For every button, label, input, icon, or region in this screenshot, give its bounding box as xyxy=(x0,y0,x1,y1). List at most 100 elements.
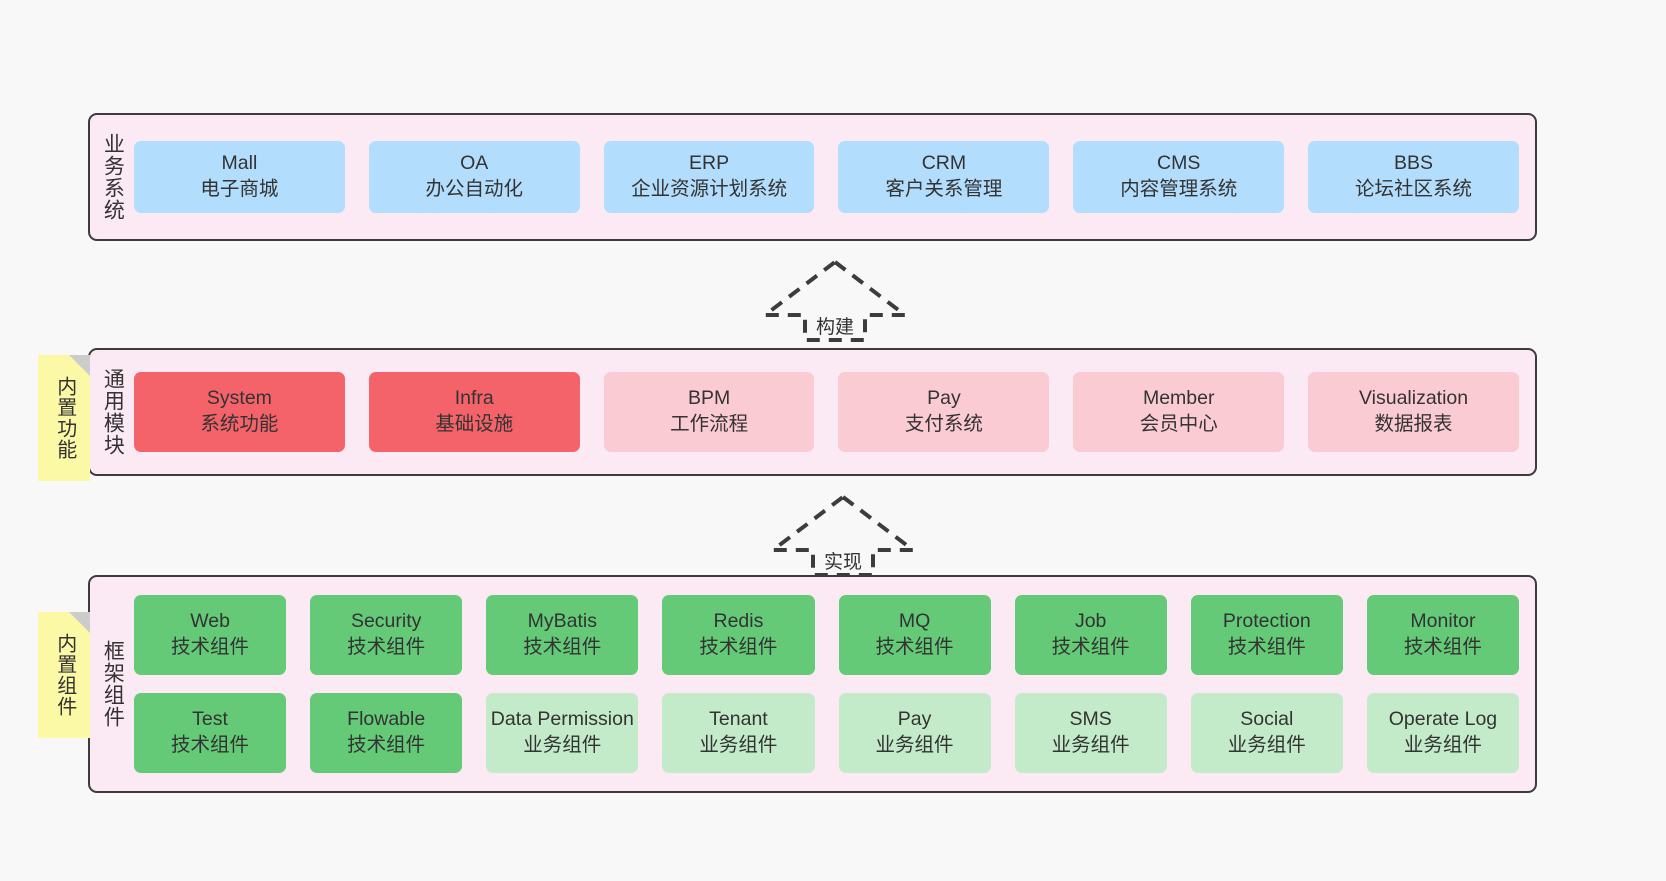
card-erp[interactable]: ERP 企业资源计划系统 xyxy=(603,141,815,213)
card-title-en: Job xyxy=(1074,610,1107,633)
card-crm[interactable]: CRM 客户关系管理 xyxy=(838,141,1050,213)
card-title-en: System xyxy=(206,387,272,410)
card-title-en: Operate Log xyxy=(1388,708,1498,731)
card-title-en: Flowable xyxy=(347,708,426,731)
card-title-cn: 业务组件 xyxy=(875,734,954,756)
card-title-cn: 业务组件 xyxy=(523,734,602,756)
card-title-cn: 基础设施 xyxy=(435,413,514,435)
card-member[interactable]: Member 会员中心 xyxy=(1073,372,1285,452)
card-title-en: Data Permission xyxy=(490,708,634,731)
card-pay-module[interactable]: Pay 支付系统 xyxy=(838,372,1050,452)
card-title-cn: 论坛社区系统 xyxy=(1355,178,1473,200)
arrow-implement: 实现 xyxy=(768,492,918,580)
layer-title-business-system: 业务系统 xyxy=(101,133,125,221)
card-title-cn: 技术组件 xyxy=(875,636,954,658)
card-title-cn: 业务组件 xyxy=(1403,734,1482,756)
card-title-cn: 电子商城 xyxy=(200,178,279,200)
card-title-cn: 内容管理系统 xyxy=(1120,178,1238,200)
layer-title-common-modules: 通用模块 xyxy=(101,368,125,456)
card-flowable[interactable]: Flowable 技术组件 xyxy=(310,693,463,773)
card-mq[interactable]: MQ 技术组件 xyxy=(838,595,991,675)
layer-body-common-modules: System 系统功能 Infra 基础设施 BPM 工作流程 Pay 支付系统… xyxy=(134,350,1535,474)
card-title-cn: 技术组件 xyxy=(699,636,778,658)
card-infra[interactable]: Infra 基础设施 xyxy=(368,372,580,452)
card-title-en: Mall xyxy=(221,152,258,175)
card-pay-component[interactable]: Pay 业务组件 xyxy=(838,693,991,773)
card-title-cn: 技术组件 xyxy=(1051,636,1130,658)
card-title-cn: 系统功能 xyxy=(200,413,279,435)
card-title-en: Tenant xyxy=(709,708,768,731)
layer-title-framework-components: 框架组件 xyxy=(101,640,125,728)
card-title-en: Test xyxy=(192,708,228,731)
card-title-en: CRM xyxy=(921,152,967,175)
card-title-en: Member xyxy=(1142,387,1215,410)
card-sms[interactable]: SMS 业务组件 xyxy=(1014,693,1167,773)
card-job[interactable]: Job 技术组件 xyxy=(1014,595,1167,675)
card-bbs[interactable]: BBS 论坛社区系统 xyxy=(1308,141,1519,213)
layer-framework-components: 框架组件 Web 技术组件 Security 技术组件 MyBatis 技术组件… xyxy=(88,575,1537,793)
card-row: Test 技术组件 Flowable 技术组件 Data Permission … xyxy=(134,693,1519,773)
card-title-cn: 技术组件 xyxy=(171,734,250,756)
card-mybatis[interactable]: MyBatis 技术组件 xyxy=(486,595,639,675)
card-row: Mall 电子商城 OA 办公自动化 ERP 企业资源计划系统 CRM 客户关系… xyxy=(134,141,1519,213)
card-bpm[interactable]: BPM 工作流程 xyxy=(603,372,815,452)
card-protection[interactable]: Protection 技术组件 xyxy=(1190,595,1343,675)
card-title-cn: 技术组件 xyxy=(347,734,426,756)
card-title-en: Redis xyxy=(713,610,764,633)
card-title-cn: 技术组件 xyxy=(523,636,602,658)
card-title-en: SMS xyxy=(1069,708,1112,731)
card-title-en: Monitor xyxy=(1410,610,1476,633)
layer-common-modules: 通用模块 System 系统功能 Infra 基础设施 BPM 工作流程 Pay… xyxy=(88,348,1537,476)
card-title-cn: 业务组件 xyxy=(1051,734,1130,756)
card-cms[interactable]: CMS 内容管理系统 xyxy=(1073,141,1285,213)
card-oa[interactable]: OA 办公自动化 xyxy=(368,141,580,213)
layer-body-framework-components: Web 技术组件 Security 技术组件 MyBatis 技术组件 Redi… xyxy=(134,577,1535,791)
card-redis[interactable]: Redis 技术组件 xyxy=(662,595,815,675)
card-title-cn: 会员中心 xyxy=(1139,413,1218,435)
card-visualization[interactable]: Visualization 数据报表 xyxy=(1308,372,1519,452)
card-title-cn: 支付系统 xyxy=(904,413,983,435)
card-title-cn: 技术组件 xyxy=(1403,636,1482,658)
card-title-en: OA xyxy=(460,152,489,175)
card-operate-log[interactable]: Operate Log 业务组件 xyxy=(1366,693,1519,773)
card-test[interactable]: Test 技术组件 xyxy=(134,693,287,773)
card-title-en: MyBatis xyxy=(527,610,597,633)
card-title-en: Social xyxy=(1240,708,1294,731)
card-row: Web 技术组件 Security 技术组件 MyBatis 技术组件 Redi… xyxy=(134,595,1519,675)
card-title-en: BPM xyxy=(687,387,731,410)
card-system[interactable]: System 系统功能 xyxy=(134,372,345,452)
card-title-en: Visualization xyxy=(1358,387,1469,410)
card-title-en: CMS xyxy=(1157,152,1201,175)
card-title-cn: 技术组件 xyxy=(171,636,250,658)
card-monitor[interactable]: Monitor 技术组件 xyxy=(1366,595,1519,675)
card-title-cn: 企业资源计划系统 xyxy=(631,178,788,200)
card-title-en: MQ xyxy=(898,610,931,633)
card-title-en: Security xyxy=(350,610,422,633)
arrow-build: 构建 xyxy=(760,257,910,345)
card-title-cn: 客户关系管理 xyxy=(885,178,1003,200)
card-title-cn: 数据报表 xyxy=(1374,413,1453,435)
card-title-cn: 技术组件 xyxy=(1227,636,1306,658)
card-tenant[interactable]: Tenant 业务组件 xyxy=(662,693,815,773)
card-title-en: Infra xyxy=(454,387,494,410)
card-data-permission[interactable]: Data Permission 业务组件 xyxy=(486,693,639,773)
layer-business-system: 业务系统 Mall 电子商城 OA 办公自动化 ERP 企业资源计划系统 CRM… xyxy=(88,113,1537,241)
card-title-cn: 业务组件 xyxy=(699,734,778,756)
card-title-cn: 技术组件 xyxy=(347,636,426,658)
note-builtin-components: 内置组件 xyxy=(38,612,90,738)
card-title-cn: 工作流程 xyxy=(670,413,749,435)
card-social[interactable]: Social 业务组件 xyxy=(1190,693,1343,773)
card-mall[interactable]: Mall 电子商城 xyxy=(134,141,345,213)
card-title-en: Pay xyxy=(927,387,961,410)
card-web[interactable]: Web 技术组件 xyxy=(134,595,287,675)
card-title-cn: 办公自动化 xyxy=(425,178,523,200)
card-title-en: ERP xyxy=(689,152,730,175)
card-title-en: Web xyxy=(190,610,230,633)
card-security[interactable]: Security 技术组件 xyxy=(310,595,463,675)
note-builtin-functions: 内置功能 xyxy=(38,355,90,481)
card-row: System 系统功能 Infra 基础设施 BPM 工作流程 Pay 支付系统… xyxy=(134,372,1519,452)
card-title-en: BBS xyxy=(1394,152,1434,175)
card-title-en: Pay xyxy=(897,708,932,731)
layer-body-business-system: Mall 电子商城 OA 办公自动化 ERP 企业资源计划系统 CRM 客户关系… xyxy=(134,115,1535,239)
